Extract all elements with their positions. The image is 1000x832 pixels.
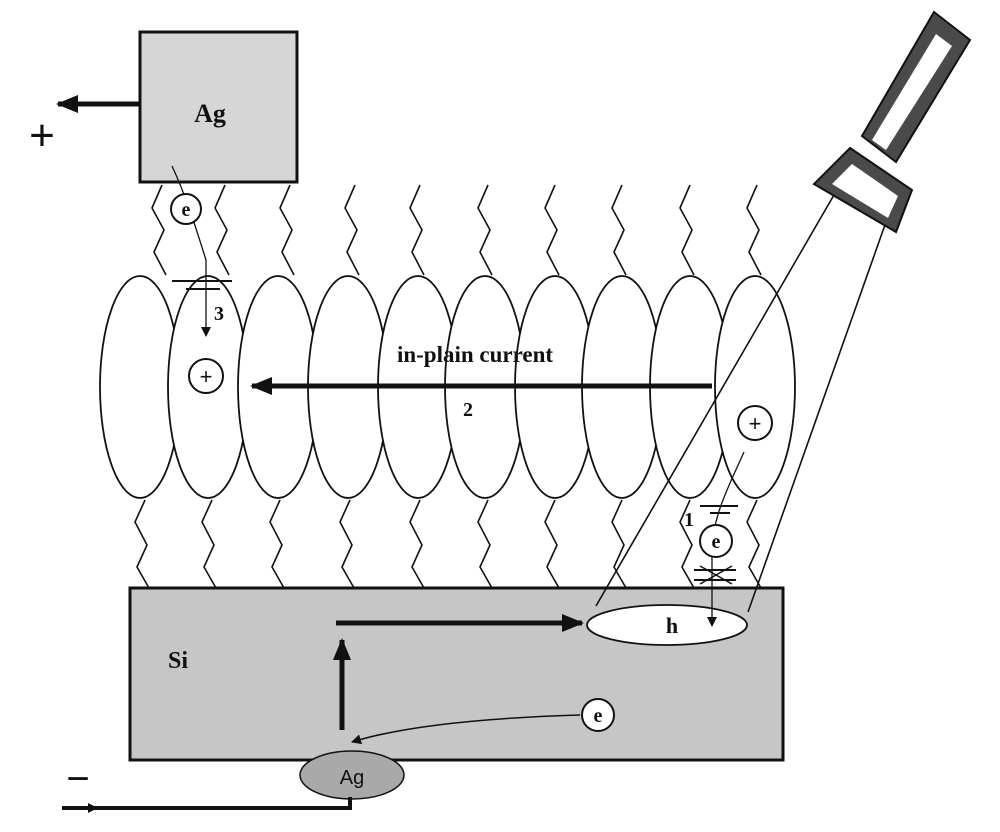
wavy-chain: [679, 499, 695, 589]
positive-charge-icon: [737, 405, 773, 441]
wavy-chain: [201, 499, 217, 589]
lamp-tube-window: [872, 34, 952, 150]
minus-sign: −: [66, 757, 89, 801]
beam-edge-left: [595, 187, 839, 607]
wavy-chain: [269, 499, 285, 589]
wavy-chain: [679, 184, 695, 276]
wavy-chain: [746, 184, 762, 276]
electron-label: e: [182, 199, 191, 221]
top-electrode-box: [138, 30, 299, 184]
lamp-icon: [812, 10, 972, 234]
electron-icon-top: [170, 193, 202, 225]
path-1-label: 1: [684, 509, 694, 531]
path-2-label: 2: [463, 399, 473, 421]
positive-charge-icon: [188, 358, 224, 394]
wavy-chain: [611, 184, 627, 276]
lamp-lens: [832, 164, 898, 218]
top-wavy-chains: [151, 184, 762, 276]
wavy-chain: [544, 184, 560, 276]
electron-icon: e: [581, 698, 615, 732]
molecule-ellipse: [714, 275, 796, 499]
plus-sign: +: [29, 111, 55, 160]
wavy-chain: [214, 184, 230, 276]
wavy-chain: [611, 499, 627, 589]
current-label: in-plain current: [397, 342, 553, 367]
wavy-chain: [339, 499, 355, 589]
wavy-chain: [477, 499, 493, 589]
wavy-chain: [279, 184, 295, 276]
bottom-electrode-label: Ag: [340, 767, 364, 789]
wavy-chain: [134, 499, 150, 589]
beam-edge-right: [747, 221, 887, 613]
hole-region: h: [586, 604, 748, 646]
process-1: + 1 e: [684, 405, 773, 627]
wavy-chain: [409, 499, 425, 589]
wavy-chain: [151, 184, 167, 276]
wavy-chain: [409, 184, 425, 276]
wavy-chain: [477, 184, 493, 276]
negative-terminal: −: [62, 757, 352, 813]
in-plain-current: in-plain current 2: [250, 342, 712, 421]
light-beam: [595, 187, 887, 613]
positive-terminal: +: [29, 95, 140, 160]
substrate-label: Si: [168, 648, 188, 674]
hole-ellipse: [586, 604, 748, 646]
positive-charge-label: +: [749, 411, 762, 436]
top-electrode: Ag: [138, 30, 299, 184]
wavy-chain: [544, 499, 560, 589]
wavy-chain: [344, 184, 360, 276]
electron-icon-right: [699, 524, 733, 558]
top-electrode-label: Ag: [194, 99, 226, 128]
barrier-cross: [699, 565, 733, 585]
positive-charge-label: +: [200, 364, 213, 389]
negative-lead: [92, 797, 352, 810]
bottom-electrode: Ag: [299, 750, 405, 800]
process-3: e 3 +: [170, 165, 232, 394]
hole-label: h: [666, 613, 678, 638]
electron-label: e: [594, 705, 603, 727]
wavy-chain: [746, 499, 762, 589]
electron-drift-arrow: [351, 714, 581, 745]
electron-label: e: [712, 531, 721, 553]
bottom-wavy-chains: [134, 499, 762, 589]
path-3-label: 3: [214, 303, 224, 325]
